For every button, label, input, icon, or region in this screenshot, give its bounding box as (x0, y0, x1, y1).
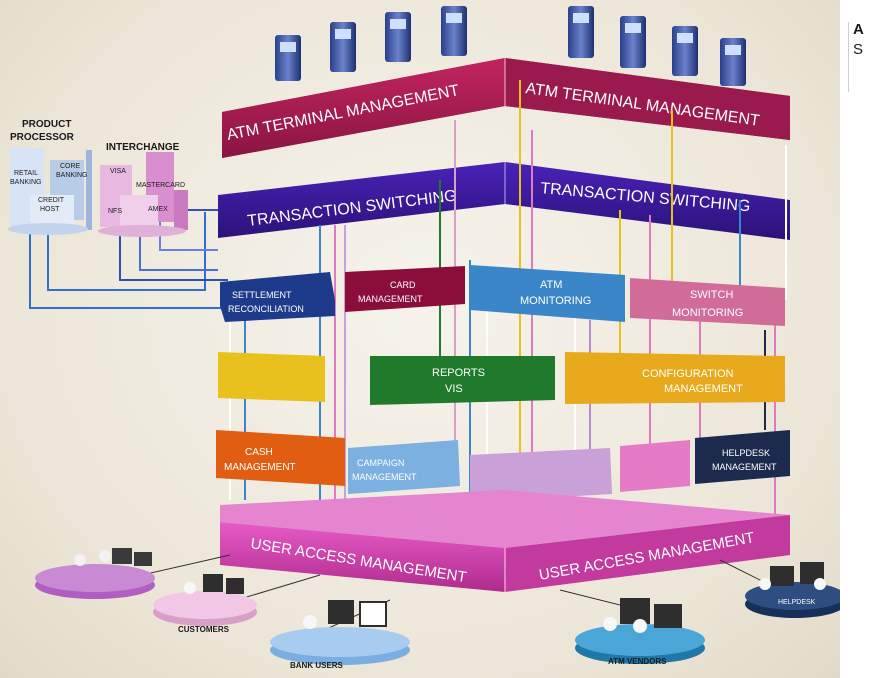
cash-label-1: CASH (245, 447, 273, 458)
monitor-icon (620, 598, 650, 624)
interchange-title: INTERCHANGE (106, 142, 180, 153)
transaction-switching-layer (218, 162, 790, 240)
atm-vendors-group: ATM VENDORS (575, 598, 705, 666)
monitor-icon (770, 566, 794, 586)
user-avatar-icon (633, 619, 647, 633)
card-label-2: MANAGEMENT (358, 294, 423, 304)
monitor-icon (359, 601, 387, 627)
monitor-icon (203, 574, 223, 592)
cropped-caption-line-1: A (853, 22, 864, 38)
core-banking-label-2: BANKING (56, 172, 88, 179)
user-avatar-icon (303, 615, 317, 629)
atm-kiosk-icon (330, 22, 356, 72)
bank-users-group: BANK USERS (270, 600, 410, 670)
atm-kiosk-icon (672, 26, 698, 76)
settlement-label-1: SETTLEMENT (232, 290, 292, 300)
campaign-label-1: CAMPAIGN (357, 458, 404, 468)
atm-kiosk-icon (720, 38, 746, 86)
user-avatar-icon (184, 582, 196, 594)
configuration-label-2: MANAGEMENT (664, 383, 743, 395)
core-banking-label-1: CORE (60, 163, 81, 170)
user-avatar-icon (74, 554, 86, 566)
monitor-icon (328, 600, 354, 624)
retail-banking-label-1: RETAIL (14, 170, 38, 177)
product-processor-title-2: PROCESSOR (10, 132, 75, 143)
bank-users-label: BANK USERS (290, 661, 344, 670)
campaign-management-module: CAMPAIGN MANAGEMENT (348, 440, 460, 494)
settlement-reconciliation-module: SETTLEMENT RECONCILIATION (220, 272, 335, 322)
helpdesk-module-label-2: MANAGEMENT (712, 462, 777, 472)
cropped-side-caption: A S (848, 22, 869, 92)
visa-label: VISA (110, 168, 126, 175)
card-management-module: CARD MANAGEMENT (345, 266, 465, 312)
helpdesk-management-module: HELPDESK MANAGEMENT (695, 430, 790, 484)
helpdesk-group-label: HELPDESK (778, 599, 816, 606)
credit-host-label-2: HOST (40, 206, 60, 213)
atm-kiosk-icon (275, 35, 301, 81)
amex-label: AMEX (148, 206, 168, 213)
interchange-group: INTERCHANGE VISA MASTERCARD NFS AMEX (98, 142, 188, 237)
user-avatar-icon (814, 578, 826, 590)
atm-kiosk-icon (385, 12, 411, 62)
switch-monitoring-label-2: MONITORING (672, 307, 743, 319)
customers-label: CUSTOMERS (178, 625, 230, 634)
user-avatar-icon (759, 578, 771, 590)
reports-module: REPORTS VIS (370, 356, 555, 405)
atm-kiosk-group (275, 6, 746, 86)
user-avatar-icon (99, 550, 111, 562)
atm-monitoring-label-1: ATM (540, 279, 562, 291)
credit-host-label-1: CREDIT (38, 197, 65, 204)
reports-label-2: VIS (445, 383, 463, 395)
helpdesk-user-group: HELPDESK (745, 562, 840, 618)
amex-server (174, 190, 188, 230)
configuration-label-1: CONFIGURATION (642, 368, 734, 380)
atm-kiosk-icon (620, 16, 646, 68)
reports-label-1: REPORTS (432, 367, 485, 379)
monitor-icon (654, 604, 682, 628)
cash-management-module: CASH MANAGEMENT (216, 430, 345, 486)
nfs-server (120, 195, 158, 231)
cropped-caption-line-2: S (853, 41, 864, 58)
mastercard-label: MASTERCARD (136, 182, 185, 189)
cash-label-2: MANAGEMENT (224, 462, 296, 473)
campaign-label-2: MANAGEMENT (352, 472, 417, 482)
product-processor-title-1: PRODUCT (22, 119, 71, 130)
atm-vendors-label: ATM VENDORS (608, 657, 667, 666)
yellow-left-module (218, 352, 325, 402)
far-left-user-group (35, 548, 155, 599)
atm-terminal-management-layer (222, 58, 790, 158)
monitor-icon (112, 548, 132, 564)
settlement-label-2: RECONCILIATION (228, 304, 304, 314)
atm-monitoring-label-2: MONITORING (520, 295, 591, 307)
architecture-diagram: ATM TERMINAL MANAGEMENT ATM TERMINAL MAN… (8, 6, 840, 670)
nfs-label: NFS (108, 208, 122, 215)
helpdesk-module-label-1: HELPDESK (722, 448, 770, 458)
configuration-management-module: CONFIGURATION MANAGEMENT (565, 352, 785, 404)
customers-user-group: CUSTOMERS (153, 574, 257, 634)
retail-banking-label-2: BANKING (10, 179, 42, 186)
atm-kiosk-icon (568, 6, 594, 58)
user-access-management-layer (220, 490, 790, 592)
lilac-center-module (470, 448, 612, 502)
pink-small-module (620, 440, 690, 492)
atm-monitoring-module: ATM MONITORING (470, 265, 625, 322)
card-label-1: CARD (390, 280, 416, 290)
switch-monitoring-module: SWITCH MONITORING (630, 278, 785, 326)
monitor-icon (226, 578, 244, 594)
monitor-icon (134, 552, 152, 566)
user-avatar-icon (603, 617, 617, 631)
product-processor-group: PRODUCT PROCESSOR RETAIL BANKING CORE BA… (8, 119, 92, 235)
switch-monitoring-label-1: SWITCH (690, 289, 733, 301)
atm-kiosk-icon (441, 6, 467, 56)
